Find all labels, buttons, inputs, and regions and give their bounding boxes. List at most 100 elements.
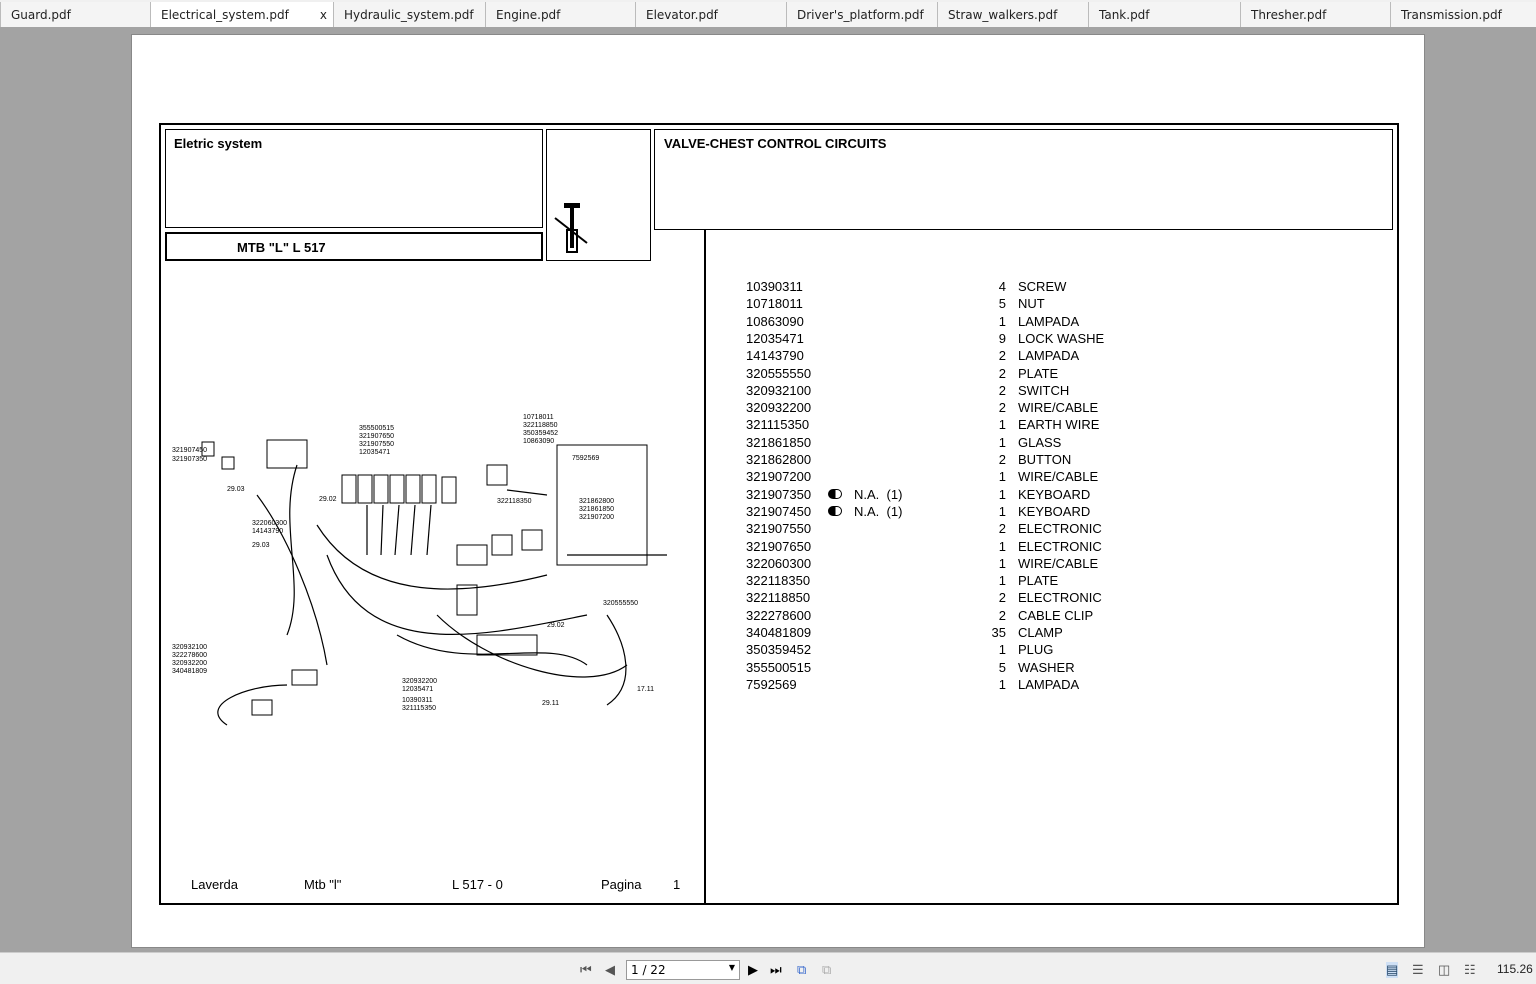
- part-code: 321907550: [746, 521, 812, 537]
- close-tab-icon[interactable]: x: [319, 8, 327, 22]
- dropdown-arrow-icon[interactable]: ▼: [728, 963, 735, 972]
- part-description: NUT: [1018, 296, 1045, 312]
- part-description: EARTH WIRE: [1018, 417, 1100, 433]
- part-code: 10863090: [746, 313, 804, 329]
- part-description: BUTTON: [1018, 452, 1072, 467]
- tab-6[interactable]: Straw_walkers.pdf: [937, 2, 1088, 27]
- tab-label: Transmission.pdf: [1401, 8, 1502, 22]
- wire: [506, 489, 548, 496]
- tab-2[interactable]: Hydraulic_system.pdf: [333, 2, 485, 27]
- wire: [256, 494, 328, 666]
- component: [341, 474, 357, 504]
- tab-1[interactable]: Electrical_system.pdf x: [150, 2, 333, 27]
- part-quantity: 1: [998, 486, 1006, 502]
- back-view-icon[interactable]: ⧉: [797, 962, 807, 977]
- part-description: CLAMP: [1018, 625, 1063, 640]
- part-code: 321907650: [746, 538, 812, 554]
- tab-3[interactable]: Engine.pdf: [485, 2, 635, 27]
- diagram-label: 12035471: [359, 449, 390, 456]
- part-code: 14143790: [746, 348, 804, 364]
- part-quantity: 1: [998, 417, 1006, 433]
- part-quantity: 5: [998, 659, 1006, 675]
- footer-brand: Laverda: [191, 877, 238, 892]
- part-code: 321907450: [746, 503, 812, 519]
- part-description: LAMPADA: [1018, 348, 1080, 364]
- last-page-icon[interactable]: ⏭: [770, 962, 782, 977]
- part-quantity: 1: [998, 469, 1006, 485]
- part-description: ELECTRONIC: [1018, 590, 1102, 606]
- diagram-label: 321861850: [579, 506, 614, 513]
- part-quantity: 1: [998, 434, 1006, 450]
- single-page-view-icon[interactable]: ▤: [1386, 962, 1399, 978]
- tab-5[interactable]: Driver's_platform.pdf: [786, 2, 937, 27]
- part-quantity: 35: [991, 625, 1006, 640]
- part-code: 10718011: [746, 296, 803, 312]
- part-code: 355500515: [746, 659, 812, 675]
- component: [251, 699, 273, 716]
- continuous-view-icon[interactable]: ☰: [1412, 962, 1424, 977]
- two-page-view-icon[interactable]: ◫: [1438, 962, 1451, 977]
- tab-bar: Guard.pdf Electrical_system.pdf x Hydraulic…: [0, 0, 1536, 27]
- footer-model: Mtb "l": [304, 877, 342, 892]
- footer-code: L 517 - 0: [452, 877, 503, 892]
- component: [291, 669, 318, 686]
- diagram-label: 29.11: [542, 700, 559, 707]
- part-code: 10390311: [746, 279, 803, 294]
- component: [491, 534, 513, 556]
- tab-label: Engine.pdf: [496, 8, 561, 22]
- page-number-input[interactable]: 1 / 22▼: [626, 960, 740, 980]
- diagram-label: 29.03: [252, 542, 270, 549]
- component: [476, 634, 538, 656]
- tab-9[interactable]: Transmission.pdf: [1390, 2, 1536, 27]
- diagram-label: 7592569: [572, 455, 599, 462]
- part-code: 322118350: [746, 573, 811, 589]
- next-page-icon[interactable]: ▶: [748, 962, 758, 977]
- tab-0[interactable]: Guard.pdf: [0, 2, 150, 27]
- diagram-label: 29.02: [547, 622, 565, 629]
- tab-4[interactable]: Elevator.pdf: [635, 2, 786, 27]
- tab-8[interactable]: Thresher.pdf: [1240, 2, 1390, 27]
- part-description: LAMPADA: [1018, 676, 1080, 692]
- pdf-page: Eletric system MTB "L" L 517 VALVE-CHEST…: [131, 34, 1425, 948]
- tab-7[interactable]: Tank.pdf: [1088, 2, 1240, 27]
- diagram-label: 29.03: [227, 486, 245, 493]
- tab-label: Electrical_system.pdf: [161, 8, 289, 22]
- part-description: SCREW: [1018, 279, 1067, 294]
- footer-page-number: 1: [673, 877, 681, 892]
- diagram-label: 320932200: [402, 678, 437, 685]
- part-quantity: 4: [998, 279, 1006, 294]
- tab-label: Tank.pdf: [1099, 8, 1150, 22]
- two-page-continuous-icon[interactable]: ☷: [1464, 962, 1476, 977]
- part-quantity: 5: [998, 296, 1006, 312]
- component: [456, 544, 488, 566]
- diagram-label: 322278600: [172, 652, 207, 659]
- part-code: 322118850: [746, 590, 811, 606]
- component: [221, 456, 235, 470]
- part-description: SWITCH: [1018, 382, 1070, 398]
- previous-page-icon[interactable]: ◀: [605, 962, 615, 977]
- wire: [410, 504, 416, 556]
- part-description: LAMPADA: [1018, 313, 1080, 329]
- diagram-label: 322118350: [497, 498, 532, 505]
- diagram-label: 355500515: [359, 425, 394, 432]
- part-description: KEYBOARD: [1018, 486, 1091, 502]
- first-page-icon[interactable]: ⏮: [580, 962, 592, 977]
- diagram-label: 321115350: [402, 705, 436, 712]
- zoom-level[interactable]: 115.26: [1497, 962, 1533, 976]
- part-description: CABLE CLIP: [1018, 607, 1094, 623]
- tab-label: Driver's_platform.pdf: [797, 8, 924, 22]
- forward-view-icon[interactable]: ⧉: [822, 962, 832, 977]
- wire: [394, 504, 400, 556]
- component: [373, 474, 389, 504]
- tab-label: Straw_walkers.pdf: [948, 8, 1058, 22]
- component: [441, 476, 457, 504]
- part-description: PLATE: [1018, 573, 1059, 589]
- section-title: Eletric system: [174, 136, 263, 151]
- diagram-label: 350359452: [523, 430, 558, 437]
- tab-label: Elevator.pdf: [646, 8, 718, 22]
